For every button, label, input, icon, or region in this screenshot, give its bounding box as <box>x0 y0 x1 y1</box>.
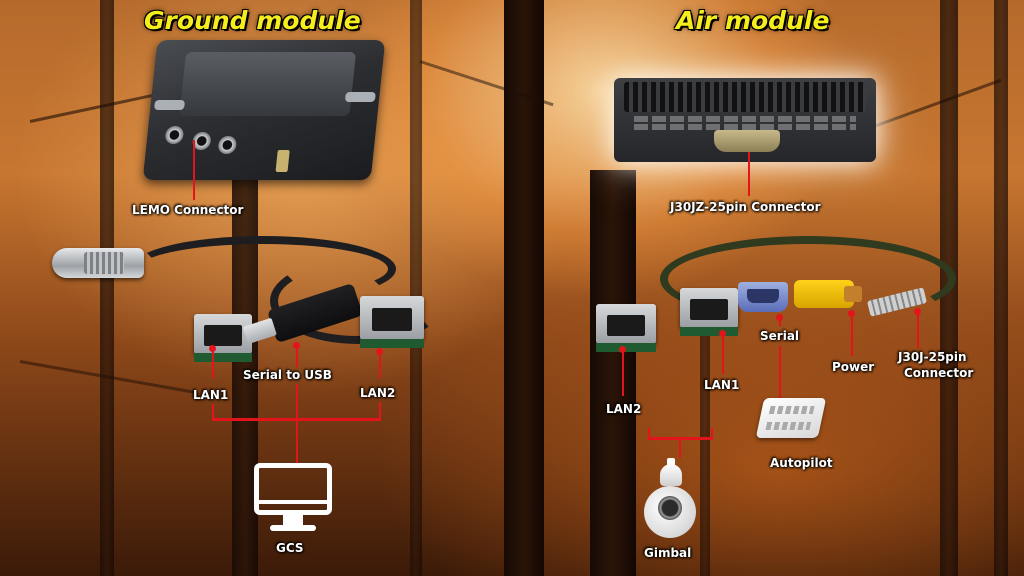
monitor-base <box>270 525 316 531</box>
gimbal-label: Gimbal <box>644 546 692 560</box>
wire-dot <box>619 346 626 353</box>
j30jz-leader-line <box>748 152 750 196</box>
lan2-rj45-jack <box>360 296 424 348</box>
autopilot-board-icon <box>755 398 827 438</box>
air-cable <box>660 236 956 322</box>
j30j-connector-label-line2: Connector <box>904 366 974 380</box>
usb-leader-line <box>296 345 298 367</box>
lan2-drop-line <box>379 402 381 420</box>
monitor-icon <box>254 463 332 515</box>
power-leader-line <box>851 314 853 356</box>
air-module-title: Air module <box>676 6 830 35</box>
monitor-stand <box>283 515 303 527</box>
gimbal-down-line <box>679 438 681 458</box>
ground-lemo-leader-line <box>193 140 195 200</box>
antenna-port <box>275 150 290 172</box>
pin-label-row <box>634 116 856 122</box>
lan1-drop-line <box>212 404 214 420</box>
device-latch <box>154 100 186 110</box>
tree-trunk <box>232 160 258 576</box>
wire-dot <box>848 310 855 317</box>
air-serial-label: Serial <box>760 329 800 343</box>
serial-down-line <box>779 346 781 398</box>
j30j-leader-line <box>917 312 919 348</box>
j30jz-connector-port <box>714 130 780 152</box>
lemo-port <box>217 136 238 154</box>
wire-dot <box>914 308 921 315</box>
ground-module-title: Ground module <box>144 6 361 35</box>
lan1-label: LAN1 <box>193 388 229 402</box>
lan1-rj45-jack <box>194 314 252 362</box>
gimbal-lan1-drop <box>711 428 713 438</box>
ground-cable <box>270 258 446 344</box>
serial-to-usb-label: Serial to USB <box>243 368 332 382</box>
tree-trunk <box>700 330 710 576</box>
air-lan1-label: LAN1 <box>704 378 740 392</box>
lan1-leader-line <box>212 348 214 378</box>
lan1-rj45-jack <box>680 288 738 336</box>
lan2-rj45-jack <box>596 304 656 352</box>
device-top-panel <box>179 52 357 116</box>
lemo-plug <box>52 248 144 278</box>
serial-leader-line <box>779 318 781 326</box>
usb-down-line <box>296 384 298 464</box>
lemo-port <box>164 126 185 144</box>
wire-dot <box>719 330 726 337</box>
wire-dot <box>776 314 783 321</box>
heatsink-fins <box>624 82 866 112</box>
gcs-label: GCS <box>276 541 304 555</box>
tree-trunk <box>994 0 1008 576</box>
serial-db9-connector <box>738 282 788 312</box>
lan2-leader-line <box>622 350 624 396</box>
power-label: Power <box>832 360 875 374</box>
j30jz-connector-label: J30JZ-25pin Connector <box>670 200 821 214</box>
lan2-label: LAN2 <box>360 386 396 400</box>
gimbal-lens <box>658 496 682 520</box>
autopilot-label: Autopilot <box>770 456 833 470</box>
lan2-leader-line <box>379 351 381 378</box>
tree-trunk <box>504 0 544 576</box>
tree-trunk <box>100 0 114 576</box>
gimbal-lan2-drop <box>648 428 650 438</box>
power-xt60-connector <box>794 280 862 308</box>
pin-label-row <box>634 124 856 130</box>
gimbal-stem <box>667 458 675 466</box>
tree-trunk <box>590 170 636 576</box>
ground-module-device <box>142 40 386 180</box>
air-lan2-label: LAN2 <box>606 402 642 416</box>
air-module-device <box>614 78 876 162</box>
lan1-leader-line <box>722 334 724 374</box>
gimbal-mount <box>660 464 682 486</box>
j30j-connector-label-line1: J30J-25pin <box>898 350 967 364</box>
device-latch <box>344 92 376 102</box>
lemo-connector-label: LEMO Connector <box>132 203 244 217</box>
